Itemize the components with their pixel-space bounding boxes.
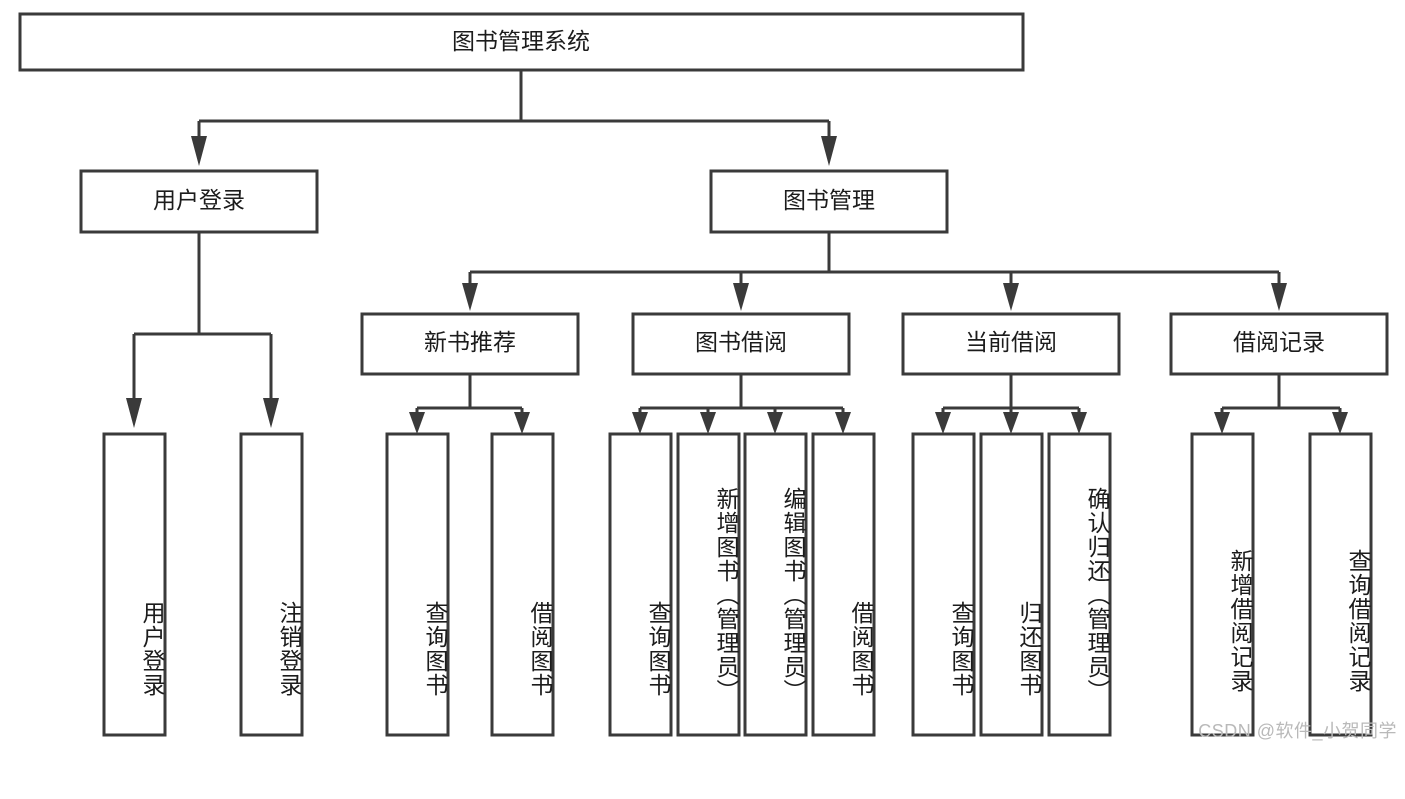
tree-diagram-svg: 图书管理系统 用户登录 图书管理 新书推荐 图书借阅 当前借阅 借阅记录: [18, 12, 1389, 737]
arrow-to-leaf-user-logout: [263, 398, 279, 428]
leaf-add-book-box[interactable]: [676, 432, 741, 737]
arrow-to-leaf-query-book-3: [935, 412, 951, 434]
node-book-borrow[interactable]: 图书借阅: [631, 312, 851, 376]
connector-layer: [126, 70, 1348, 434]
arrow-to-current-borrow: [1003, 283, 1019, 311]
leaf-user-logout-box[interactable]: [239, 432, 304, 737]
arrow-to-leaf-query-book-1: [409, 412, 425, 434]
leaf-user-login-box[interactable]: [102, 432, 167, 737]
node-borrow-record-label: 借阅记录: [1233, 329, 1325, 355]
node-user-login-box[interactable]: [79, 169, 319, 234]
leaf-edit-book-box[interactable]: [743, 432, 808, 737]
node-root[interactable]: 图书管理系统: [18, 12, 1025, 72]
arrow-to-leaf-return-book: [1003, 412, 1019, 434]
arrow-to-borrow-record: [1271, 283, 1287, 311]
arrow-to-leaf-add-book: [700, 412, 716, 434]
arrow-to-leaf-add-record: [1214, 412, 1230, 434]
node-user-login[interactable]: 用户登录: [79, 169, 319, 234]
node-root-box[interactable]: [18, 12, 1025, 72]
arrow-to-leaf-borrow-book-2: [835, 412, 851, 434]
node-current-borrow-box[interactable]: [901, 312, 1121, 376]
arrow-to-new-book-rec: [462, 283, 478, 311]
leaf-confirm-return-box[interactable]: [1047, 432, 1112, 737]
node-borrow-record[interactable]: 借阅记录: [1169, 312, 1389, 376]
node-new-book-rec-box[interactable]: [360, 312, 580, 376]
arrow-to-leaf-edit-book: [767, 412, 783, 434]
arrow-to-leaf-user-login: [126, 398, 142, 428]
csdn-watermark: CSDN @软件_小贺同学: [1198, 721, 1397, 741]
arrow-to-leaf-query-book-2: [632, 412, 648, 434]
node-user-login-label: 用户登录: [153, 187, 245, 213]
arrow-to-leaf-borrow-book-1: [514, 412, 530, 434]
node-root-label: 图书管理系统: [452, 28, 590, 54]
arrow-to-book-borrow: [733, 283, 749, 311]
leaf-query-book-1-box[interactable]: [385, 432, 450, 737]
node-book-manage[interactable]: 图书管理: [709, 169, 949, 234]
leaf-query-book-2-box[interactable]: [608, 432, 673, 737]
node-borrow-record-box[interactable]: [1169, 312, 1389, 376]
node-book-manage-label: 图书管理: [783, 187, 875, 213]
node-book-borrow-box[interactable]: [631, 312, 851, 376]
node-new-book-rec-label: 新书推荐: [424, 329, 516, 355]
arrow-to-leaf-query-record: [1332, 412, 1348, 434]
arrow-to-leaf-confirm-return: [1071, 412, 1087, 434]
leaf-add-record-box[interactable]: [1190, 432, 1255, 737]
leaf-return-book-box[interactable]: [979, 432, 1044, 737]
leaf-query-record-box[interactable]: [1308, 432, 1373, 737]
arrow-root-to-user-login: [191, 136, 207, 166]
node-new-book-rec[interactable]: 新书推荐: [360, 312, 580, 376]
leaf-box-layer: [102, 432, 1373, 737]
node-book-manage-box[interactable]: [709, 169, 949, 234]
leaf-query-book-3-box[interactable]: [911, 432, 976, 737]
flowchart-canvas: 图书管理系统 用户登录 图书管理 新书推荐 图书借阅 当前借阅 借阅记录: [18, 12, 1397, 741]
leaf-borrow-book-2-box[interactable]: [811, 432, 876, 737]
node-book-borrow-label: 图书借阅: [695, 329, 787, 355]
leaf-borrow-book-1-box[interactable]: [490, 432, 555, 737]
node-current-borrow[interactable]: 当前借阅: [901, 312, 1121, 376]
arrow-root-to-book-manage: [821, 136, 837, 166]
node-current-borrow-label: 当前借阅: [965, 329, 1057, 355]
